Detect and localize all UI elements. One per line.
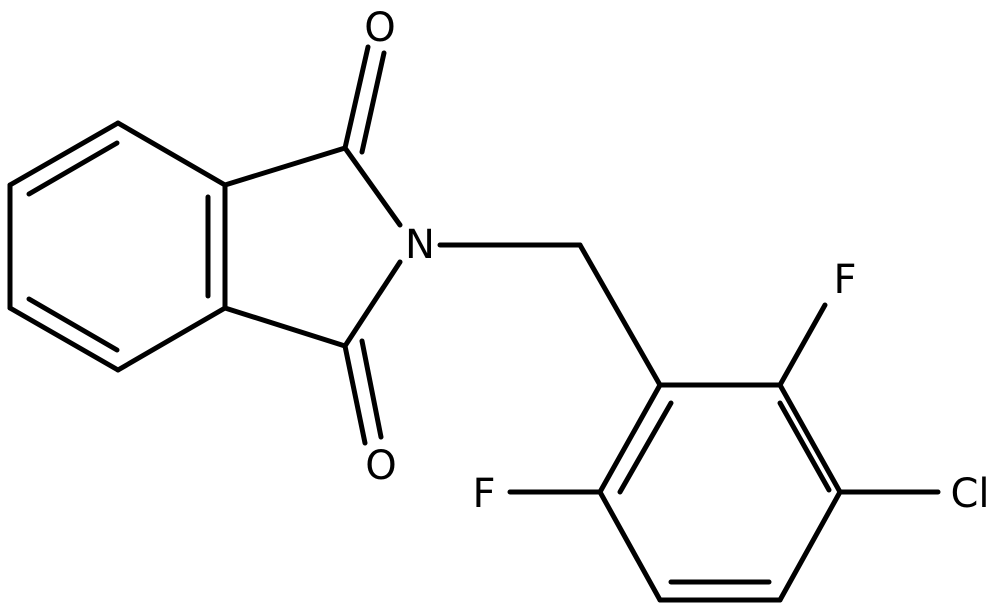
bond — [222, 305, 348, 349]
bond — [222, 145, 348, 188]
bond — [617, 400, 674, 495]
atom-labels: O N O F F Cl — [364, 5, 989, 517]
atom-label-nitrogen: N — [405, 222, 435, 268]
bond — [777, 400, 832, 493]
bond — [777, 382, 843, 495]
bond — [26, 296, 120, 353]
bond — [115, 305, 228, 373]
bond — [26, 140, 120, 197]
bond — [359, 338, 384, 440]
bond — [597, 382, 663, 495]
bond — [115, 120, 228, 188]
bond — [777, 302, 828, 388]
bonds — [7, 44, 941, 603]
bond — [7, 120, 121, 188]
bond — [777, 489, 843, 603]
atom-label-oxygen-bottom: O — [365, 443, 396, 489]
bond — [7, 305, 121, 373]
bond — [597, 489, 663, 603]
bond — [577, 242, 663, 388]
atom-label-chlorine: Cl — [950, 471, 989, 517]
atom-label-fluorine-top: F — [833, 257, 856, 303]
atom-label-fluorine-left: F — [472, 471, 495, 517]
bond — [342, 145, 403, 228]
atom-label-oxygen-top: O — [364, 5, 395, 51]
bond — [342, 259, 403, 349]
bond — [342, 44, 371, 151]
bond — [359, 50, 387, 155]
bond — [342, 343, 368, 446]
